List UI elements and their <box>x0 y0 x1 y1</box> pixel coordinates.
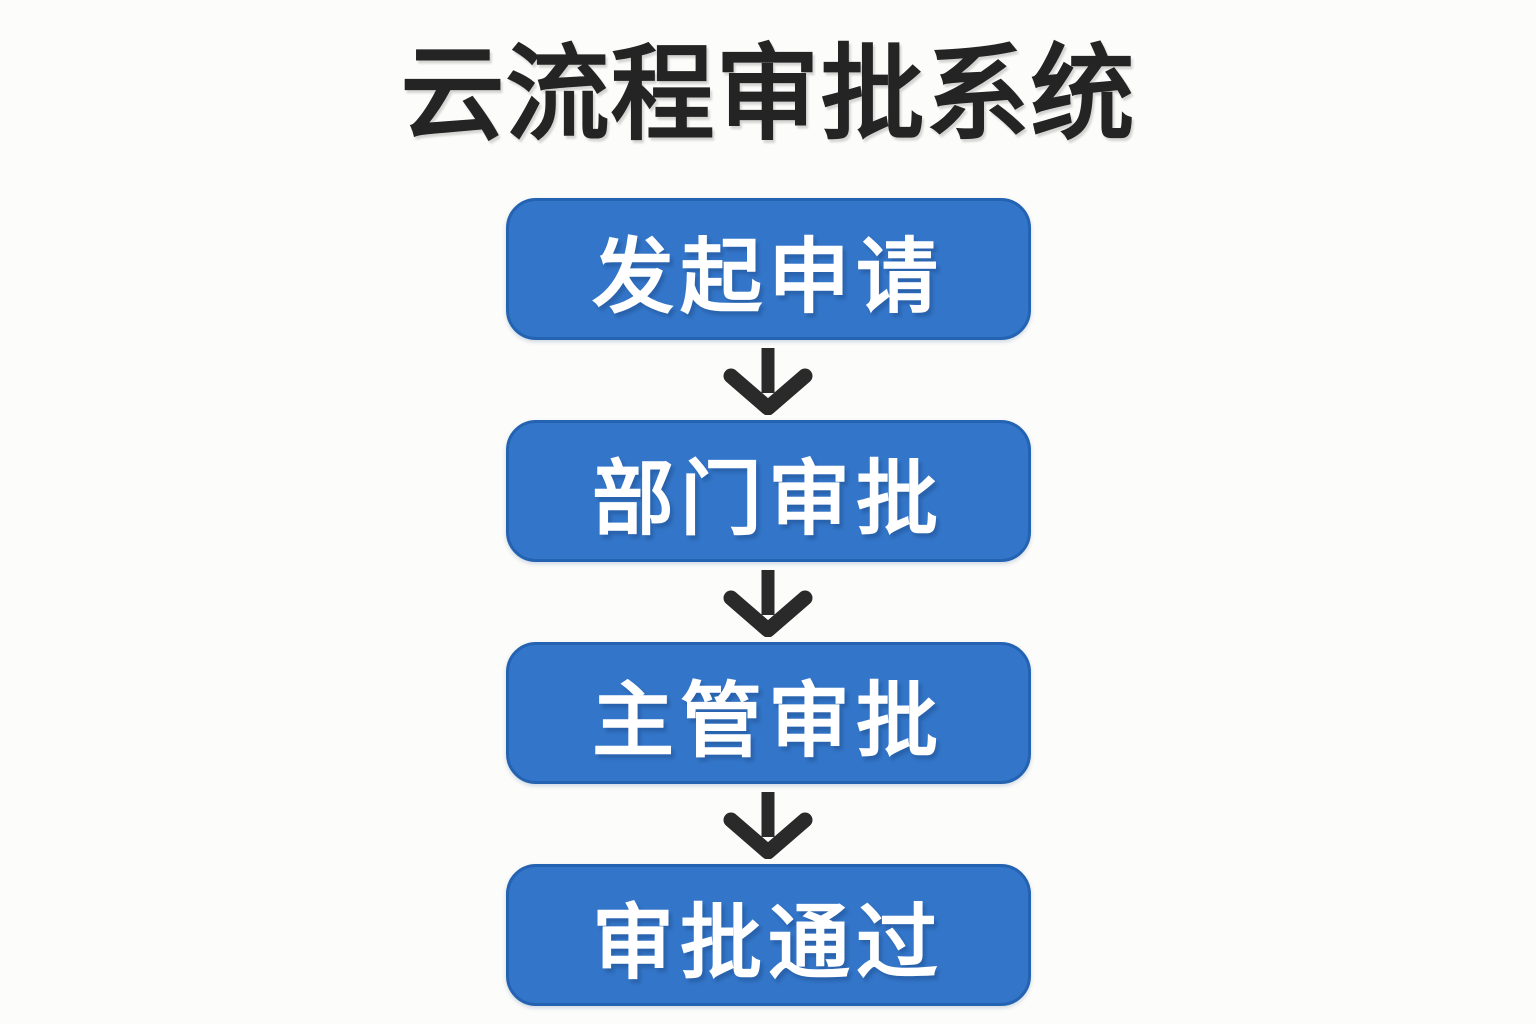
flow-node-department: 部门审批 <box>505 420 1031 562</box>
page-title: 云流程审批系统 <box>400 37 1136 153</box>
flow-node-label: 主管审批 <box>591 675 944 767</box>
down-arrow-icon <box>713 340 823 420</box>
flow-node-label: 部门审批 <box>591 453 944 545</box>
flow-node-label: 发起申请 <box>591 231 944 323</box>
flow-node-approved: 审批通过 <box>505 864 1031 1006</box>
down-arrow-icon <box>713 784 823 864</box>
down-arrow-icon <box>713 562 823 642</box>
flow-node-label: 审批通过 <box>591 897 944 989</box>
flow-node-initiate: 发起申请 <box>505 198 1031 340</box>
approval-flow: 发起申请 部门审批 主管审批 审批通过 <box>505 198 1031 1006</box>
flow-node-supervisor: 主管审批 <box>505 642 1031 784</box>
